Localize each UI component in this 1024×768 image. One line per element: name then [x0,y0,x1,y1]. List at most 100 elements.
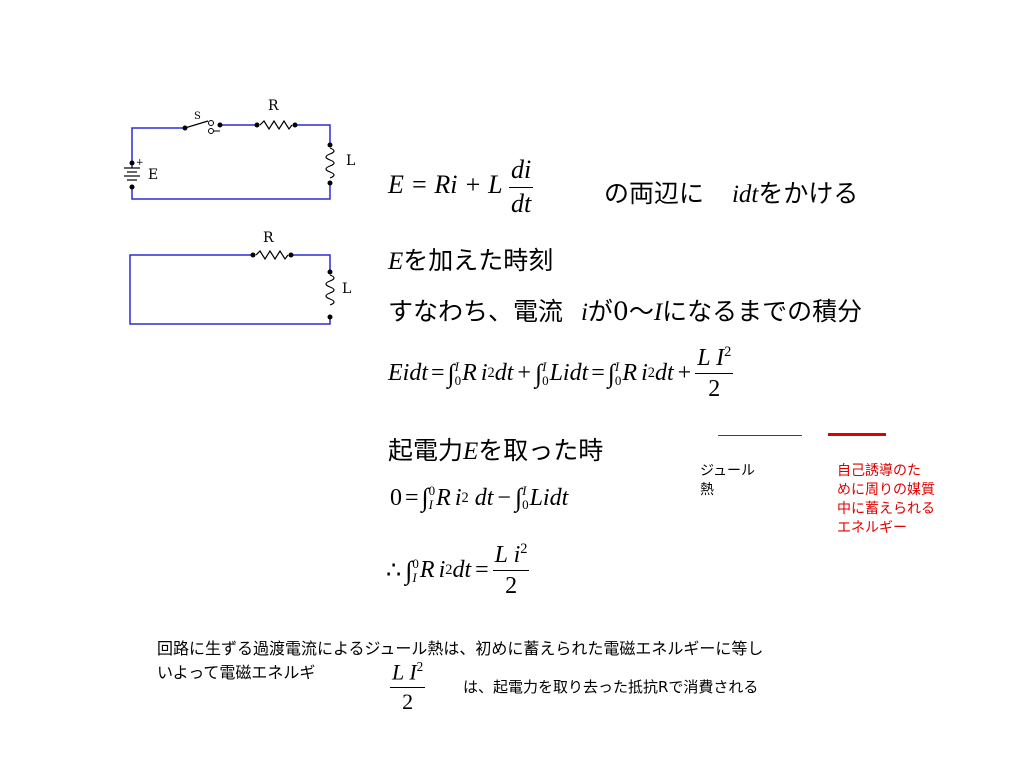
eq2-frac-num: L I2 [695,344,734,375]
self-line1: 自己誘導のた [837,463,921,479]
self-line3: 中に蓄えられる [837,501,935,517]
eq1-den: dt [511,188,532,218]
battery-label: E [148,167,158,183]
eq1-lhs: E = Ri + L [388,170,503,200]
line-integral-range: すなわち、電流 iが0～Iになるまでの積分 [388,292,862,328]
eq2-plus: + [517,360,531,387]
line4-text-a: 起電力 [388,436,464,465]
eq4-fraction: L i2 2 [492,541,530,600]
line-emf-removed: 起電力Eを取った時 [388,431,603,467]
eq3-r: R [436,484,451,511]
eq2-i: i [480,360,488,387]
line-time-applied: Eを加えた時刻 [388,241,553,277]
wire-top-left [131,127,185,168]
line2-e: E [388,248,404,275]
summary-line1: 回路に生ずる過渡電流によるジュール熱は、初めに蓄えられた電磁エネルギーに等し [157,639,764,658]
integral-sign: ∫ [514,483,523,512]
inductor-symbol [325,142,335,186]
therefore-symbol: ∴ [386,558,402,585]
eq4-frac-num: L i2 [492,541,530,572]
summary-frac-den: 2 [402,688,414,714]
self-induction-label: 自己誘導のた めに周りの媒質 中に蓄えられる エネルギー [837,462,935,538]
integral-sign: ∫ [534,358,543,388]
resistor-symbol [250,249,294,261]
eq1-text: の両辺に idtをかける [604,174,858,210]
eq3-minus: − [497,484,511,511]
inductor-label: L [346,153,355,169]
resistor-label: R [268,98,279,114]
eq1-text-b: をかける [758,179,859,208]
eq2-eq: = [591,360,605,387]
line3-text-c: になるまでの積分 [662,297,863,326]
eq1-fraction: di dt [509,155,534,218]
eq2-term2: Lidt [549,360,589,387]
integral-sign: ∫ [405,555,413,585]
resistor-label: R [263,230,274,246]
eq3-sup: 2 [461,489,469,506]
circuit-diagram-1: S R L + E [124,98,355,200]
eq3-dt: dt [474,484,494,511]
summary-frac-num: L I2 [390,659,426,688]
equation-circuit: E = Ri + L di dt [388,155,534,218]
eq2-frac-den: 2 [708,376,721,403]
eq2-lhs: Eidt [388,360,428,387]
summary-line2: いよって電磁エネルギ [157,663,316,682]
underline-joule [718,435,802,436]
eq1-num: di [509,155,534,188]
eq4-i: i [438,557,446,584]
eq4-r: R [419,557,435,584]
summary-tail: は、起電力を取り去った抵抗Rで消費される [463,678,759,696]
eq4-sup: 2 [445,562,453,579]
eq3-eq: = [405,484,419,511]
eq1-idt: idt [731,181,759,208]
joule-line2: 熱 [700,482,714,498]
wire-right [295,124,331,143]
joule-line1: ジュール [700,463,756,479]
integral-sign: ∫ [447,358,455,388]
line3-text-b: が0～ [587,297,654,326]
battery-symbol [124,160,140,190]
eq4-eq: = [475,557,489,584]
switch-label: S [194,111,201,122]
switch-symbol [182,120,223,134]
underline-self-inductance [828,433,886,436]
battery-plus-label: + [136,158,144,168]
eq1-text-a: の両辺に [604,179,705,208]
line3-text-a: すなわち、電流 [388,297,564,326]
line3-i: i [580,299,588,326]
integral-sign: ∫ [421,483,429,512]
line2-text: を加えた時刻 [403,246,554,275]
eq2-fraction: L I2 2 [695,344,734,403]
resistor-symbol [254,119,298,131]
eq3-lhs: 0 [390,484,402,511]
eq3-i: i [454,484,462,511]
wire-loop [129,254,331,325]
eq2-sup: 2 [647,365,655,382]
wire-bottom [131,183,331,200]
inductor-label: L [342,281,351,297]
wire-right [293,254,331,271]
eq2-plus: + [677,360,692,387]
eq4-dt: dt [452,557,472,584]
line4-text-b: を取った時 [478,436,604,465]
self-line4: エネルギー [837,520,907,536]
eq2-sup: 2 [487,365,495,382]
eq4-frac-den: 2 [505,573,518,600]
line4-e: E [463,438,479,465]
circuit-diagram-2: R L [129,230,351,325]
eq2-r: R [462,360,477,387]
joule-heat-label: ジュール 熱 [700,462,755,500]
integral-sign: ∫ [607,358,615,388]
inductor-symbol [325,269,335,320]
eq3-term2: Lidt [529,484,569,511]
summary-fraction: L I2 2 [390,659,426,714]
